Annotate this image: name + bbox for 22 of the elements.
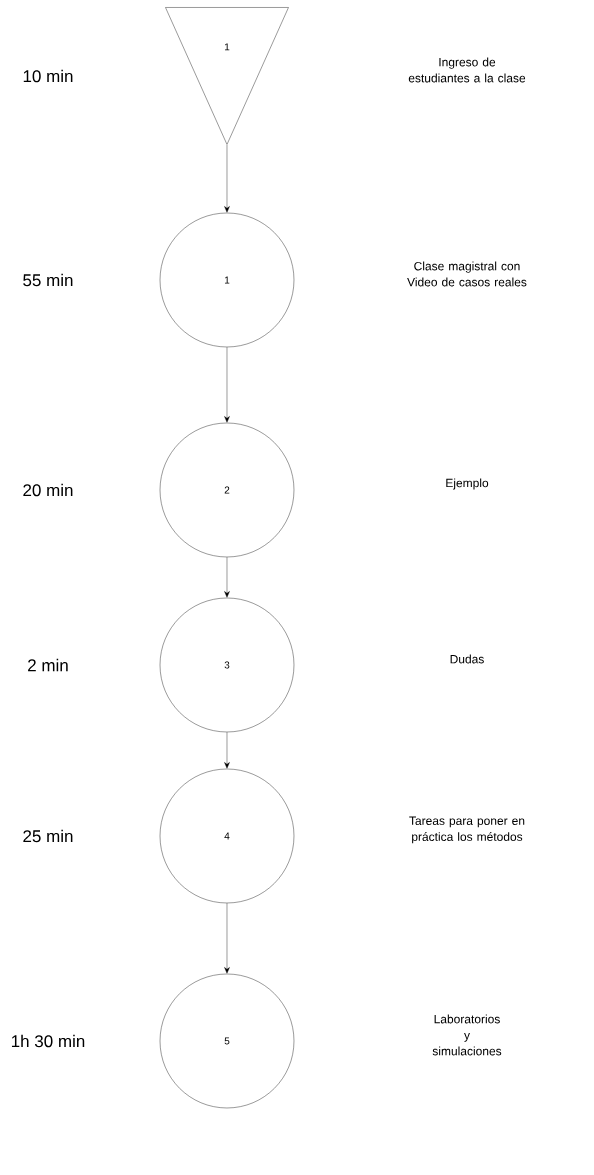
arrow: [224, 732, 230, 769]
step-description: Dudas: [450, 654, 484, 664]
circle-node: 3: [159, 597, 295, 733]
arrow: [224, 903, 230, 974]
circle-node: 1: [159, 212, 295, 348]
step-description: Ejemplo: [446, 478, 489, 490]
arrow: [224, 144, 230, 213]
duration-label: 55 min: [23, 273, 73, 287]
duration-label: 2 min: [28, 658, 68, 672]
step-description: Clase magistral con Video de casos reales: [407, 261, 527, 287]
circle-node: 4: [159, 768, 295, 904]
duration-label: 10 min: [23, 69, 73, 83]
duration-label: 20 min: [23, 483, 73, 497]
duration-label: 1h 30 min: [11, 1034, 85, 1048]
step-description: Tareas para poner en práctica los métodos: [409, 816, 525, 844]
step-description: Ingreso de estudiantes a la clase: [408, 57, 526, 83]
arrow: [224, 347, 230, 423]
circle-node: 2: [159, 422, 295, 558]
step-description: Laboratorios y simulaciones: [432, 1014, 502, 1056]
duration-label: 25 min: [23, 829, 73, 843]
circle-node: 5: [159, 973, 295, 1109]
arrow: [224, 557, 230, 598]
